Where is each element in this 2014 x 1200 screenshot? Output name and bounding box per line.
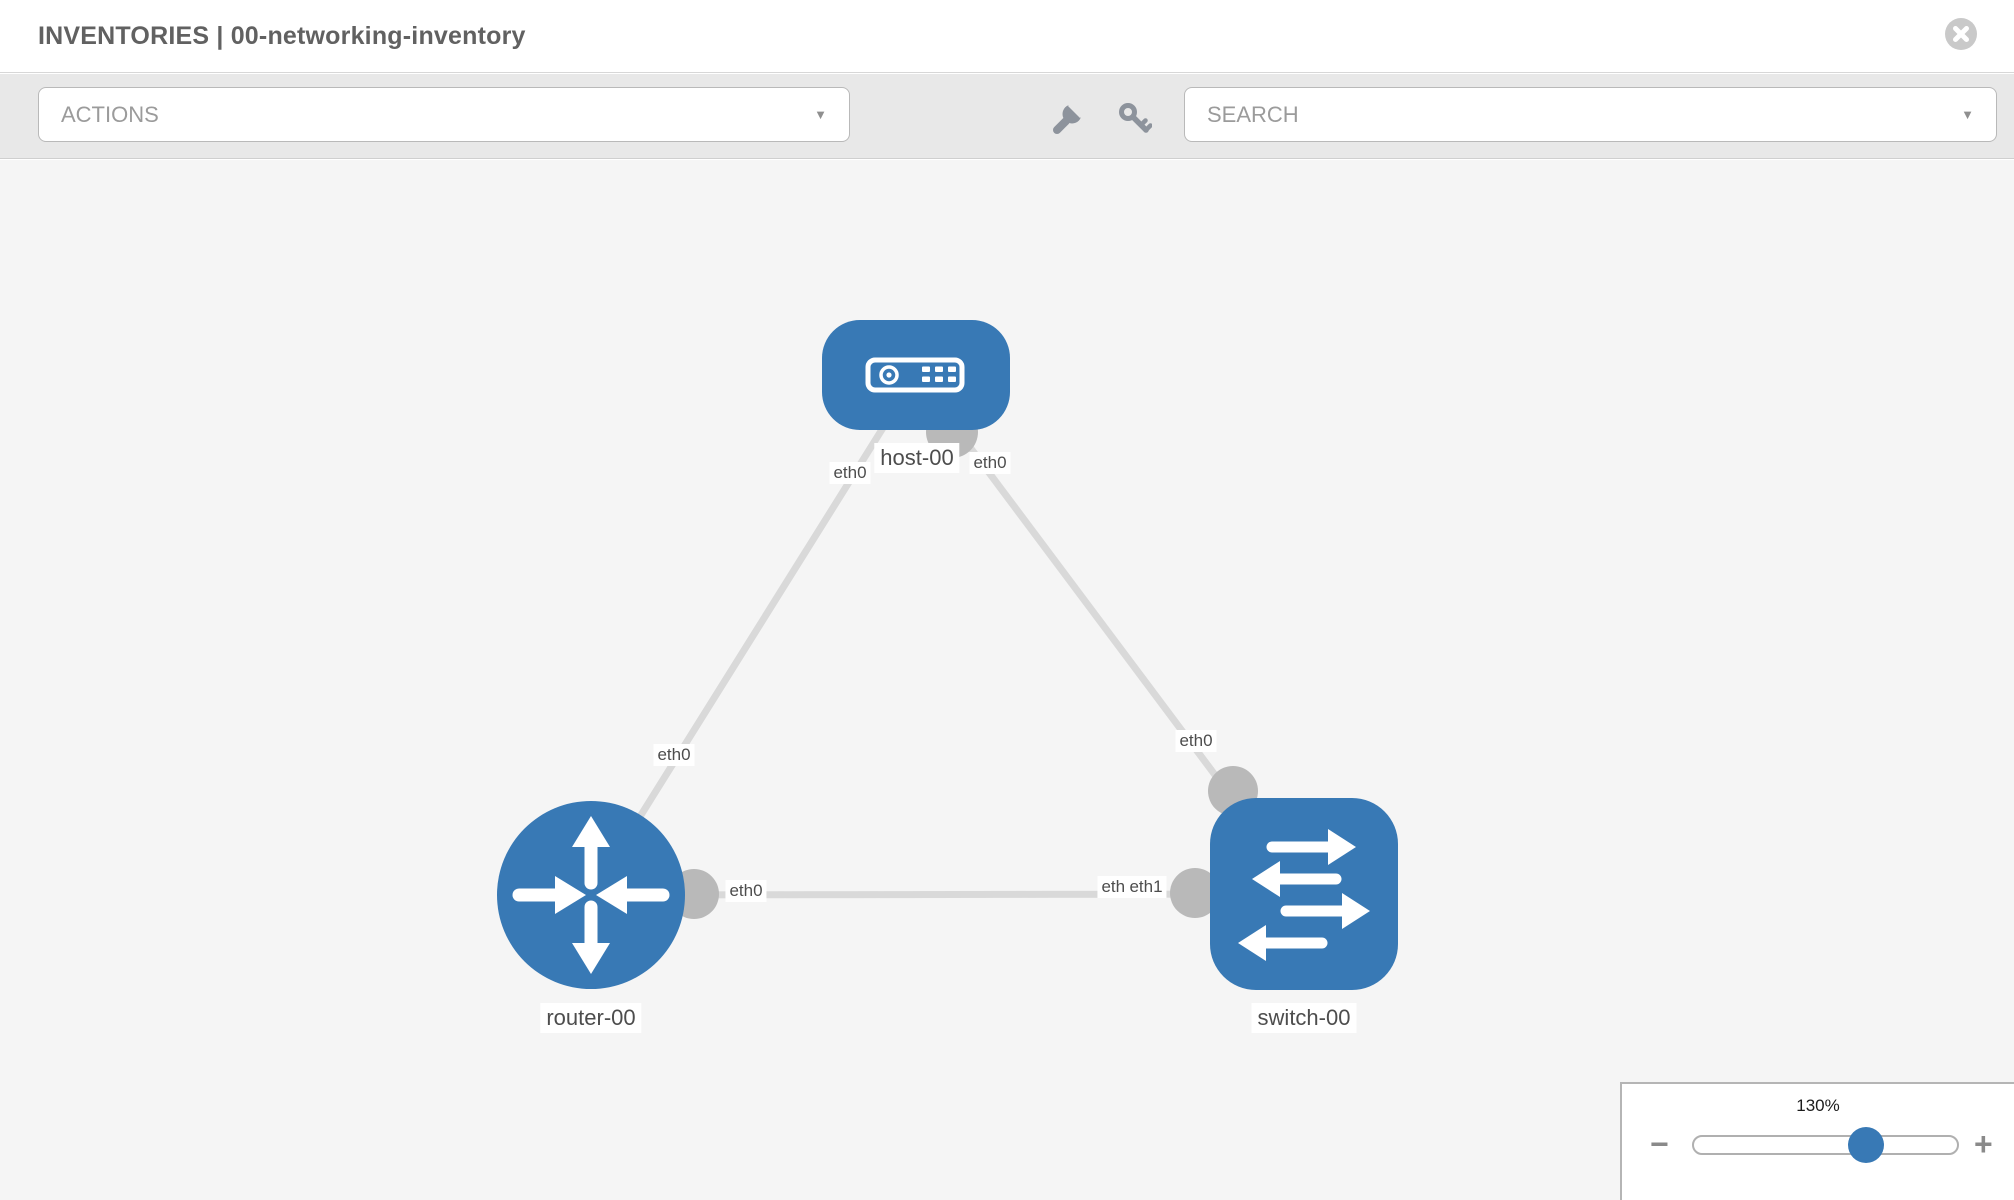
switch-icon — [1238, 829, 1370, 961]
close-button[interactable] — [1945, 18, 1977, 50]
configure-button[interactable] — [1050, 100, 1086, 136]
zoom-panel: 130% − + — [1620, 1082, 2014, 1200]
node-label-router: router-00 — [540, 1003, 642, 1033]
interface-dot — [1170, 868, 1220, 918]
close-icon — [1945, 18, 1977, 50]
zoom-level: 130% — [1796, 1096, 1840, 1115]
search-dropdown[interactable]: SEARCH ▼ — [1184, 87, 1997, 142]
wrench-icon — [1053, 100, 1086, 134]
interface-label: eth0 — [725, 880, 767, 902]
node-router[interactable] — [497, 801, 685, 989]
node-switch[interactable] — [1210, 798, 1398, 990]
toolbar: ACTIONS ▼ SEARCH ▼ — [0, 74, 2014, 159]
page-header: INVENTORIES | 00-networking-inventory — [0, 0, 2014, 73]
node-label-host: host-00 — [874, 443, 960, 473]
chevron-down-icon: ▼ — [1961, 107, 1974, 122]
router-icon — [512, 816, 670, 974]
interface-label: eth0 — [1175, 730, 1217, 752]
zoom-slider-handle[interactable] — [1848, 1127, 1884, 1163]
credentials-button[interactable] — [1118, 102, 1153, 136]
zoom-in-button[interactable]: + — [1974, 1126, 1993, 1162]
node-host[interactable] — [822, 320, 1010, 430]
interface-label: eth0 — [829, 462, 871, 484]
interface-label: eth1 — [1125, 876, 1167, 898]
zoom-out-button[interactable]: − — [1650, 1126, 1669, 1162]
interface-label: eth0 — [969, 452, 1011, 474]
chevron-down-icon: ▼ — [814, 107, 827, 122]
zoom-slider-track[interactable] — [1692, 1135, 1959, 1155]
interface-label: eth0 — [653, 744, 695, 766]
actions-dropdown[interactable]: ACTIONS ▼ — [38, 87, 850, 142]
network-link — [588, 373, 919, 897]
node-label-switch: switch-00 — [1251, 1003, 1357, 1033]
actions-dropdown-label: ACTIONS — [61, 102, 159, 127]
page-title: INVENTORIES | 00-networking-inventory — [38, 22, 526, 50]
host-icon — [865, 357, 965, 393]
key-icon — [1119, 103, 1153, 133]
topology-canvas[interactable]: eth0 eth0 eth0 eth0 eth0 eth0 eth1 host-… — [0, 160, 2014, 1200]
search-dropdown-label: SEARCH — [1207, 102, 1299, 127]
